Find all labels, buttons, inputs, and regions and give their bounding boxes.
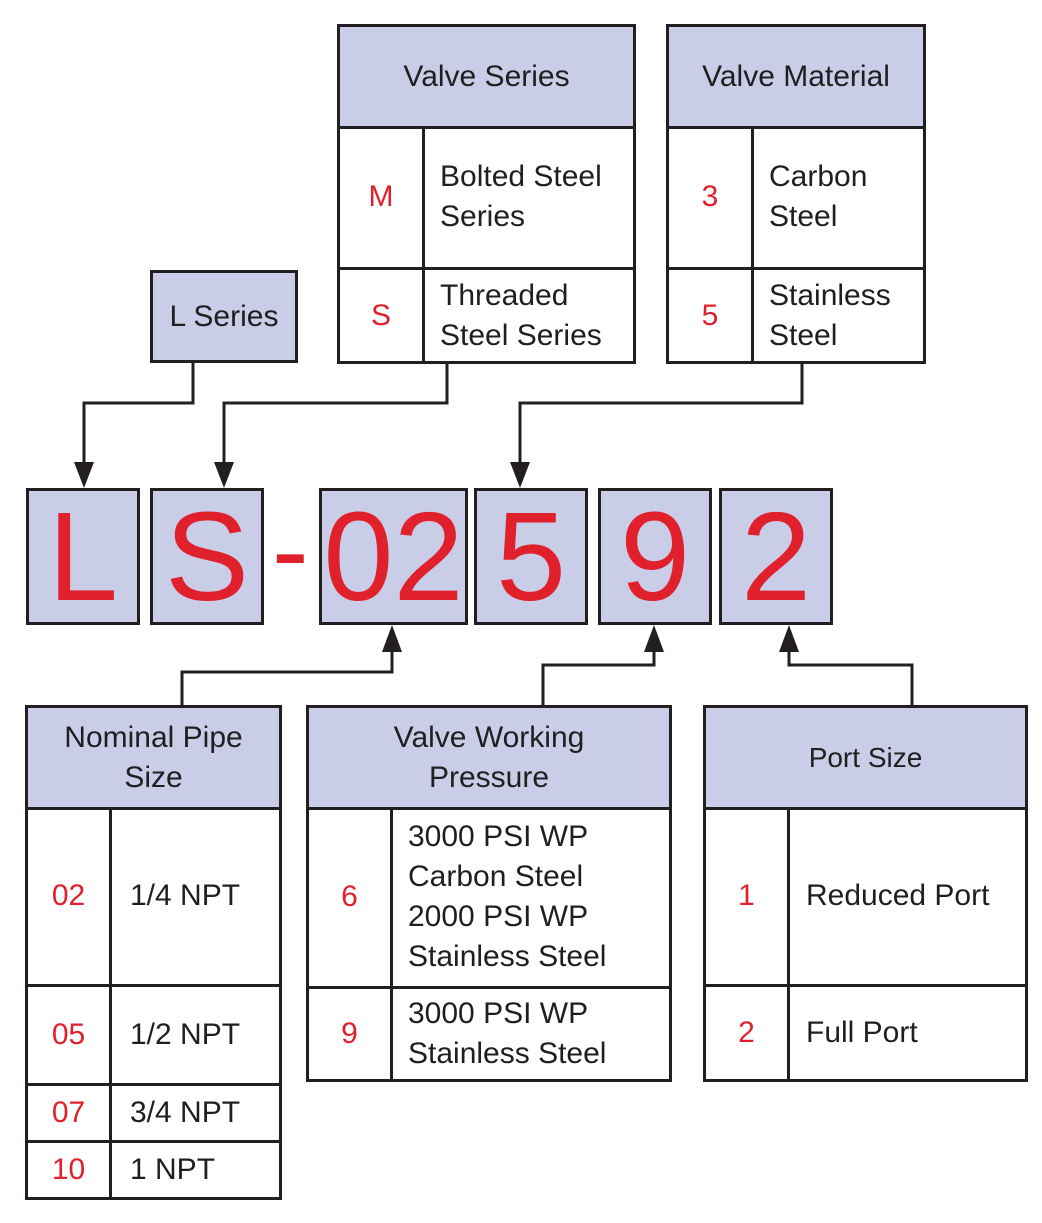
part-segment-pressure: 9 [598,488,712,625]
connector-working-pressure [541,645,656,706]
row-code: M [340,126,425,267]
connector-port-size [787,645,914,706]
valve-series-table: Valve Series M Bolted Steel Series S Thr… [337,24,636,364]
row-description: Carbon Steel [769,159,868,233]
table-row: 1 Reduced Port [706,807,1025,984]
row-description: 1 NPT [130,1153,216,1186]
arrowhead-5 [510,462,530,488]
row-description: 1/2 NPT [130,1018,241,1051]
connector-valve-material [518,362,804,468]
row-description: Reduced Port [806,878,990,912]
row-code: 07 [28,1086,112,1140]
valve-series-title: Valve Series [340,27,633,129]
connector-nominal-pipe-size [180,645,394,706]
valve-material-table: Valve Material 3 Carbon Steel 5 Stainles… [666,24,926,364]
row-code: 9 [309,989,393,1079]
table-row: 6 3000 PSI WP Carbon Steel 2000 PSI WP S… [309,807,669,986]
row-description: Stainless Steel [769,278,891,352]
row-description: 3/4 NPT [130,1096,241,1129]
connector-l-series [82,362,195,468]
row-code: 3 [669,126,754,267]
table-row: 02 1/4 NPT [28,807,279,984]
row-description: Bolted Steel Series [440,159,602,233]
table-row: M Bolted Steel Series [340,126,633,267]
port-size-table: Port Size 1 Reduced Port 2 Full Port [703,705,1028,1082]
row-code: 5 [669,270,754,361]
nominal-pipe-size-table: Nominal Pipe Size 02 1/4 NPT 05 1/2 NPT … [25,705,282,1200]
row-code: 02 [28,807,112,984]
table-row: 07 3/4 NPT [28,1083,279,1140]
row-code: 2 [706,987,790,1079]
arrowhead-02 [382,625,402,652]
table-row: 10 1 NPT [28,1140,279,1197]
part-segment-pipe-size: 02 [319,488,468,625]
l-series-label: L Series [169,299,279,333]
part-segment-material: 5 [474,488,588,625]
table-row: 3 Carbon Steel [669,126,923,267]
valve-working-pressure-table: Valve Working Pressure 6 3000 PSI WP Car… [306,705,672,1082]
row-code: 10 [28,1143,112,1197]
valve-working-pressure-title: Valve Working Pressure [309,708,669,810]
arrowhead-l [74,462,94,488]
row-code: 05 [28,987,112,1083]
part-segment-s: S [150,488,264,625]
table-row: 9 3000 PSI WP Stainless Steel [309,986,669,1079]
row-code: 1 [706,807,790,984]
part-segment-l: L [26,488,140,625]
l-series-box: L Series [150,270,298,363]
table-row: 05 1/2 NPT [28,984,279,1083]
row-description: 3000 PSI WP Stainless Steel [408,997,607,1070]
arrowhead-9 [644,625,664,652]
arrowhead-s [214,462,234,488]
part-segment-port: 2 [719,488,833,625]
row-description: 1/4 NPT [130,878,241,912]
row-code: S [340,270,425,361]
table-row: 5 Stainless Steel [669,267,923,361]
port-size-title: Port Size [706,708,1025,810]
nominal-pipe-size-title: Nominal Pipe Size [28,708,279,810]
table-row: 2 Full Port [706,984,1025,1079]
row-description: Full Port [806,1016,918,1049]
table-row: S Threaded Steel Series [340,267,633,361]
row-code: 6 [309,807,393,986]
part-number-dash: - [272,489,309,612]
arrowhead-2 [779,625,799,652]
connector-valve-series [222,362,449,468]
row-description: Threaded Steel Series [440,278,602,352]
valve-material-title: Valve Material [669,27,923,129]
row-description: 3000 PSI WP Carbon Steel 2000 PSI WP Sta… [408,819,607,973]
